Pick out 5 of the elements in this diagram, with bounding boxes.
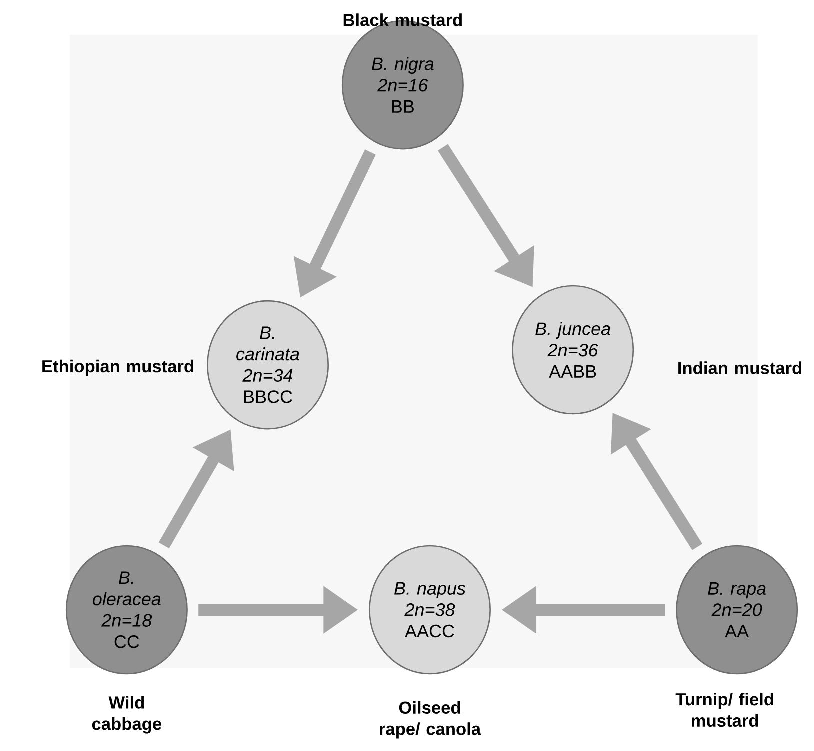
- common-name: Turnip/ field mustard: [676, 693, 774, 728]
- common-name: Wild cabbage: [92, 696, 162, 734]
- common-name: Indian mustard: [678, 362, 802, 374]
- common-name: Oilseed rape/ canola: [380, 701, 482, 739]
- common-name: Ethiopian mustard: [42, 360, 194, 376]
